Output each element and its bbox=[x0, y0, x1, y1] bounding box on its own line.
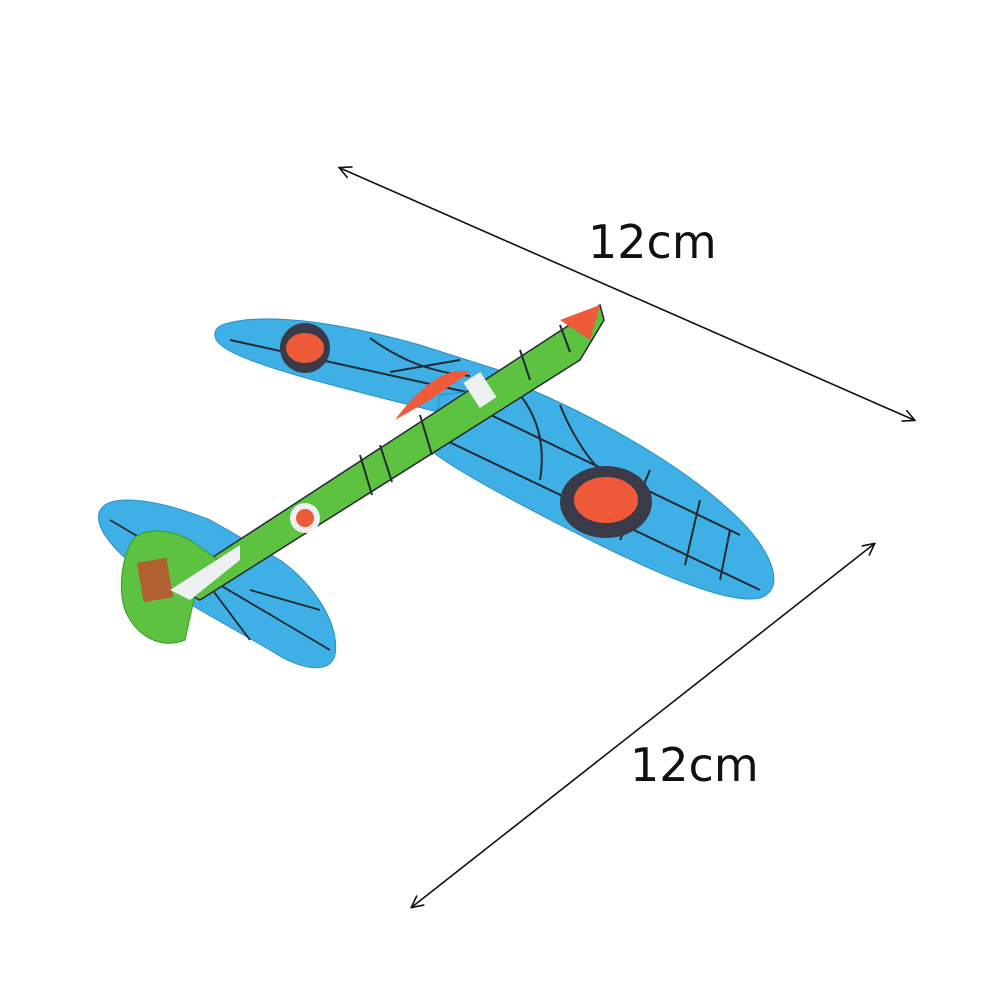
right-wing-roundel bbox=[574, 477, 638, 523]
tail-fin bbox=[120, 530, 226, 644]
depth-dimension-arrow bbox=[412, 544, 874, 907]
width-dimension-label: 12cm bbox=[588, 215, 717, 269]
depth-dimension-label: 12cm bbox=[630, 738, 759, 792]
left-wing-roundel bbox=[286, 333, 324, 363]
fuselage bbox=[168, 303, 605, 601]
airplane-illustration bbox=[97, 303, 775, 669]
width-dimension-arrow bbox=[340, 168, 914, 420]
